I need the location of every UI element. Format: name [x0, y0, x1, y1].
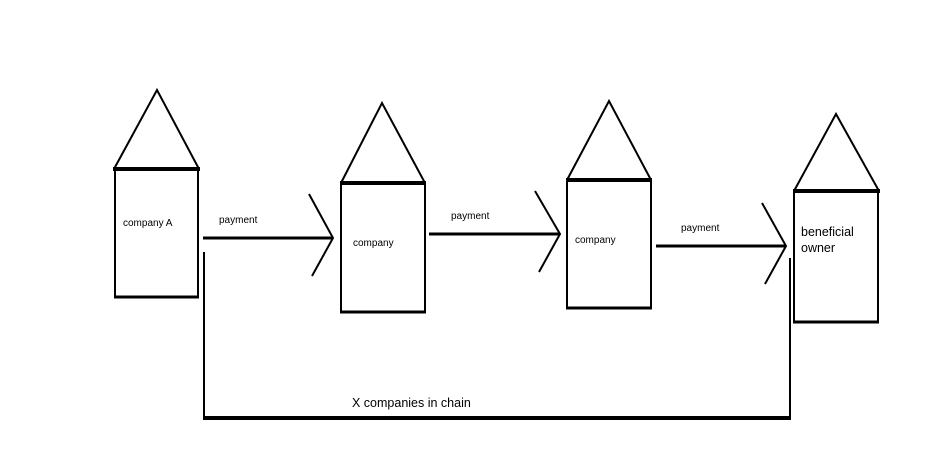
chain-connector — [203, 252, 791, 420]
payment-arrow-1 — [203, 193, 335, 277]
house-company-2-roof — [340, 100, 426, 184]
house-company-3 — [566, 98, 652, 310]
payment-arrow-2 — [429, 190, 562, 273]
house-company-3-roof — [566, 98, 652, 181]
payment-arrow-3 — [656, 202, 788, 285]
house-company-a — [113, 87, 200, 299]
company-3-label: company — [575, 235, 616, 246]
payment-label-3: payment — [681, 223, 720, 234]
company-a-label: company A — [123, 218, 173, 229]
house-beneficial-owner — [793, 111, 880, 324]
company-2-label: company — [353, 238, 394, 249]
payment-arrow-3-head — [761, 202, 788, 285]
payment-label-2: payment — [451, 211, 490, 222]
payment-arrow-1-head — [308, 193, 335, 277]
house-company-2 — [340, 100, 426, 314]
beneficial-owner-label: beneficial owner — [801, 225, 854, 256]
payment-arrow-2-head — [534, 190, 562, 273]
house-company-a-roof — [113, 87, 200, 170]
house-beneficial-owner-roof — [793, 111, 880, 192]
payment-label-1: payment — [219, 215, 258, 226]
chain-label: X companies in chain — [352, 396, 471, 410]
